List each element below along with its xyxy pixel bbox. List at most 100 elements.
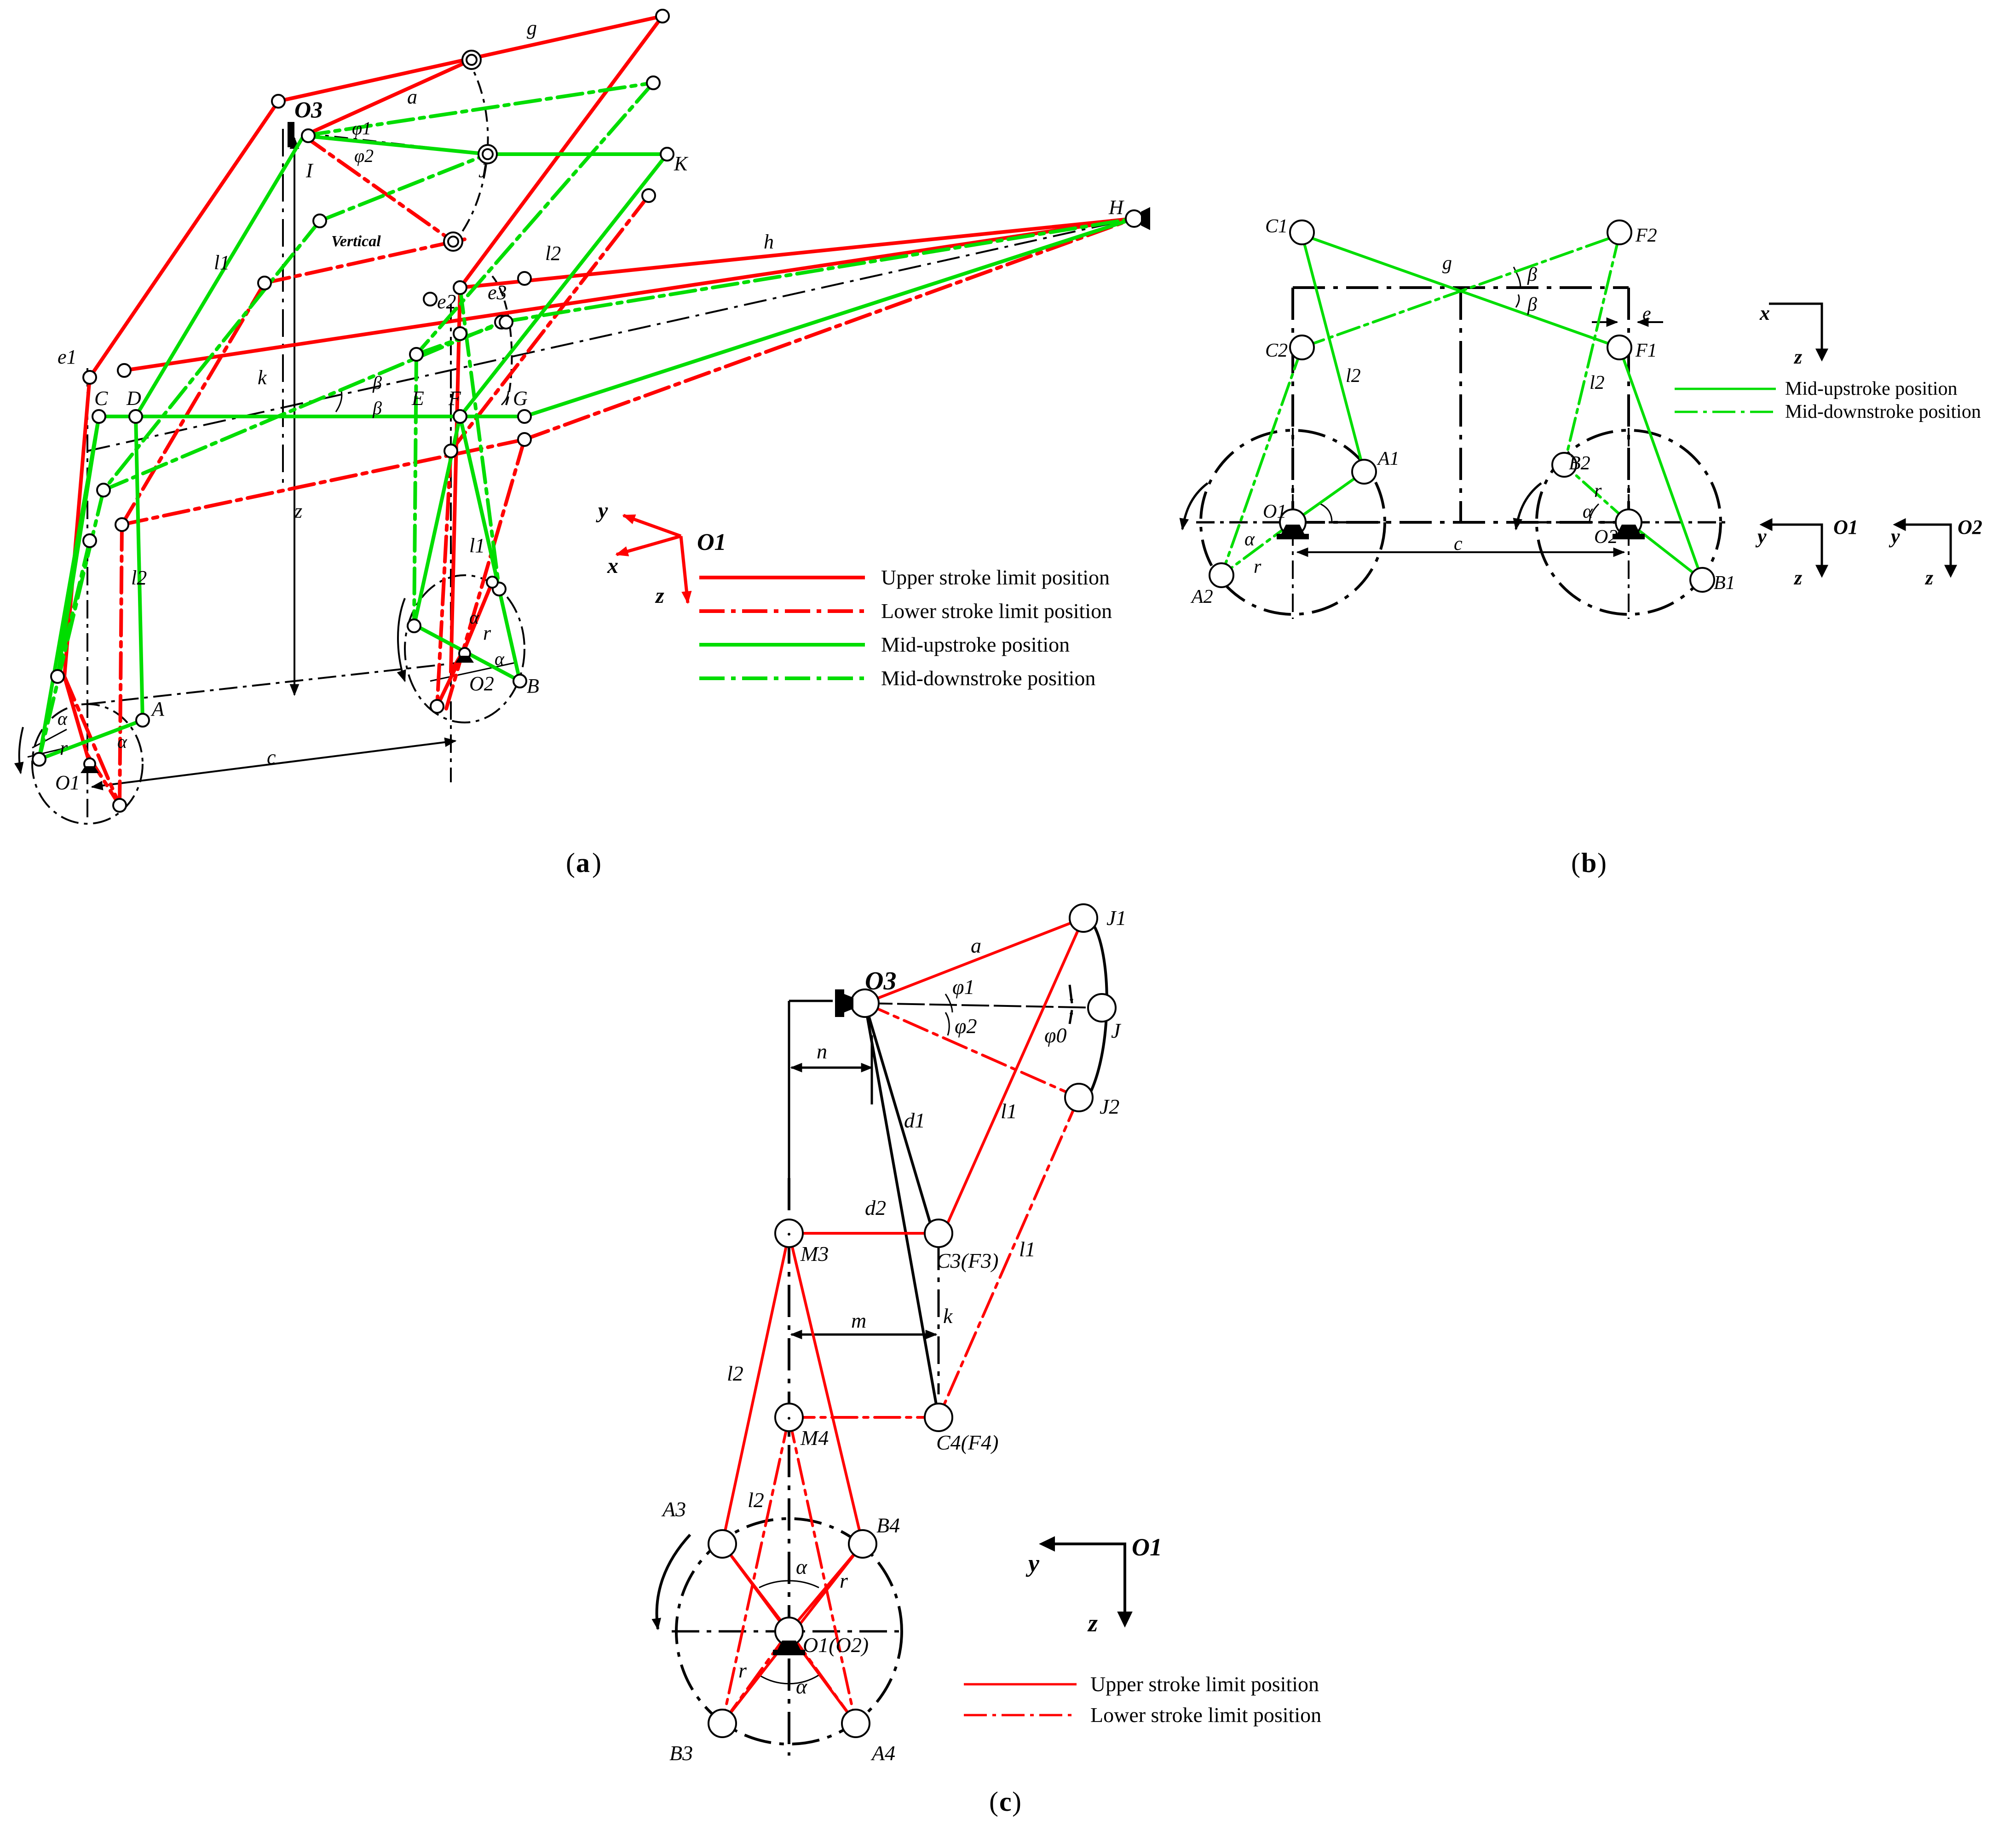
c-angle-phi0: φ0 bbox=[1044, 1023, 1066, 1047]
c-axis-z: z bbox=[1087, 1609, 1098, 1637]
c-link-d2: d2 bbox=[865, 1196, 886, 1219]
a-point-i: I bbox=[305, 159, 314, 182]
legend-a-upper-label: Upper stroke limit position bbox=[881, 566, 1110, 589]
c-o3-pivot-icon bbox=[844, 994, 853, 1012]
c-point-o1o2: O1(O2) bbox=[803, 1633, 869, 1657]
svg-text:(: ( bbox=[566, 848, 575, 878]
c-o1-ground-icon bbox=[773, 1650, 805, 1655]
c-o3-support-icon bbox=[835, 989, 844, 1017]
a-point-o3: O3 bbox=[294, 97, 323, 122]
b-point-a2: A2 bbox=[1190, 586, 1213, 607]
b-axis-o2-z: z bbox=[1924, 566, 1933, 589]
b-o2-support-icon bbox=[1617, 525, 1640, 534]
a-point-c: C bbox=[94, 387, 108, 410]
c-angle-alpha-lower: α bbox=[796, 1675, 807, 1698]
panel-c-labels: O3 J1 J J2 M3 M4 C3(F3) C4(F4) A3 B4 B3 … bbox=[661, 906, 1126, 1765]
c-link-r-lower: r bbox=[738, 1658, 747, 1682]
panel-c-axis-labels: O1 y z bbox=[1025, 1533, 1162, 1637]
panel-b-labels: C1 C2 F1 F2 A1 A2 B1 B2 O1 O2 g l2 l2 c … bbox=[1190, 216, 1735, 607]
a-point-f: F bbox=[448, 387, 461, 410]
b-point-c1: C1 bbox=[1265, 216, 1288, 237]
legend-c-upper-label: Upper stroke limit position bbox=[1090, 1672, 1319, 1696]
a-link-a: a bbox=[407, 86, 417, 108]
caption-b: b bbox=[1581, 848, 1596, 878]
c-link-l1-lower: l1 bbox=[1019, 1237, 1036, 1261]
b-link-r-right: r bbox=[1594, 480, 1602, 502]
panel-c-supports bbox=[773, 989, 853, 1655]
b-axis-o1-y: y bbox=[1755, 525, 1767, 548]
c-point-m3: M3 bbox=[800, 1242, 829, 1265]
panel-b-axis-labels: x z O1 y z O2 y z bbox=[1755, 302, 1982, 589]
svg-text:): ) bbox=[592, 848, 601, 878]
c-link-l1-upper: l1 bbox=[1001, 1099, 1017, 1123]
legend-a-lower-label: Lower stroke limit position bbox=[881, 599, 1112, 623]
panel-b-caption: ( b ) bbox=[1571, 848, 1607, 878]
o1-support-icon bbox=[81, 766, 99, 773]
c-link-m: m bbox=[851, 1309, 866, 1332]
c-point-b4: B4 bbox=[876, 1514, 900, 1537]
c-o1-support-icon bbox=[778, 1641, 801, 1650]
a-link-k: k bbox=[258, 366, 267, 389]
a-angle-beta-1: β bbox=[372, 372, 382, 393]
c-point-b3: B3 bbox=[669, 1741, 693, 1765]
caption-c: c bbox=[999, 1786, 1012, 1817]
b-axis-top-z: z bbox=[1793, 346, 1802, 368]
panel-c-side-view: O3 J1 J J2 M3 M4 C3(F3) C4(F4) A3 B4 B3 … bbox=[651, 903, 1321, 1817]
c-link-a: a bbox=[971, 934, 981, 957]
b-point-b1: B1 bbox=[1714, 572, 1735, 594]
panel-c-axes bbox=[1039, 1536, 1133, 1628]
panel-b-supports bbox=[1277, 525, 1645, 539]
panel-a-caption: ( a ) bbox=[566, 848, 601, 878]
c-point-m4: M4 bbox=[800, 1426, 829, 1450]
b-axis-o2-origin: O2 bbox=[1958, 516, 1982, 538]
svg-text:): ) bbox=[1597, 848, 1607, 878]
a-link-l2-upper: l2 bbox=[545, 242, 561, 265]
caption-a: a bbox=[576, 848, 590, 878]
svg-text:(: ( bbox=[989, 1786, 998, 1817]
panel-c-lower-stroke-links bbox=[721, 1002, 1080, 1725]
a-link-h: h bbox=[764, 231, 774, 253]
b-point-o1: O1 bbox=[1263, 501, 1286, 522]
o2-support-icon bbox=[455, 656, 474, 663]
panel-c-legend: Upper stroke limit position Lower stroke… bbox=[964, 1672, 1321, 1727]
c-angle-phi2: φ2 bbox=[955, 1014, 977, 1038]
c-link-k: k bbox=[943, 1304, 953, 1328]
c-point-a3: A3 bbox=[661, 1497, 686, 1521]
b-point-c2: C2 bbox=[1265, 340, 1288, 361]
c-point-o3: O3 bbox=[865, 967, 896, 995]
h-support-icon bbox=[1141, 207, 1150, 230]
b-axis-o1-z: z bbox=[1793, 566, 1802, 589]
b-axis-top-x: x bbox=[1759, 302, 1770, 324]
panel-c-joints bbox=[708, 903, 1117, 1738]
a-label-e2: e2 bbox=[437, 290, 456, 313]
a-point-b: B bbox=[527, 675, 539, 697]
a-link-l2-lower: l2 bbox=[131, 566, 147, 589]
panel-b-legend: Mid-upstroke position Mid-downstroke pos… bbox=[1675, 378, 1981, 422]
a-link-z: z bbox=[294, 500, 302, 522]
panel-a-legend: Upper stroke limit position Lower stroke… bbox=[699, 566, 1112, 690]
panel-a-axes: O1 y x z bbox=[596, 498, 726, 608]
a-point-o1: O1 bbox=[55, 771, 80, 794]
b-angle-beta-bottom: β bbox=[1527, 294, 1537, 315]
panel-c-caption: ( c ) bbox=[989, 1786, 1021, 1817]
a-vertical-label: Vertical bbox=[331, 233, 381, 250]
legend-b-midup-label: Mid-upstroke position bbox=[1785, 378, 1958, 399]
c-point-j: J bbox=[1111, 1019, 1122, 1042]
c-point-j2: J2 bbox=[1100, 1095, 1119, 1118]
c-point-c3f3: C3(F3) bbox=[936, 1249, 998, 1272]
c-link-l2-lower: l2 bbox=[748, 1488, 764, 1512]
c-point-a4: A4 bbox=[870, 1741, 895, 1765]
b-axes-top-lines bbox=[1769, 302, 1823, 354]
c-axis-y: y bbox=[1025, 1549, 1040, 1577]
b-axes-o2-lines bbox=[1905, 523, 1952, 571]
c-axis-origin: O1 bbox=[1132, 1533, 1162, 1561]
c-link-r-upper: r bbox=[840, 1569, 848, 1592]
a-axis-y: y bbox=[596, 498, 608, 523]
a-angle-alpha-3: α bbox=[469, 607, 479, 628]
svg-text:(: ( bbox=[1571, 848, 1580, 878]
panel-b-frame-lines bbox=[1179, 266, 1725, 619]
b-link-r-left: r bbox=[1254, 556, 1261, 578]
panel-c-frame-lines bbox=[651, 919, 1108, 1756]
a-point-h: H bbox=[1108, 196, 1124, 219]
